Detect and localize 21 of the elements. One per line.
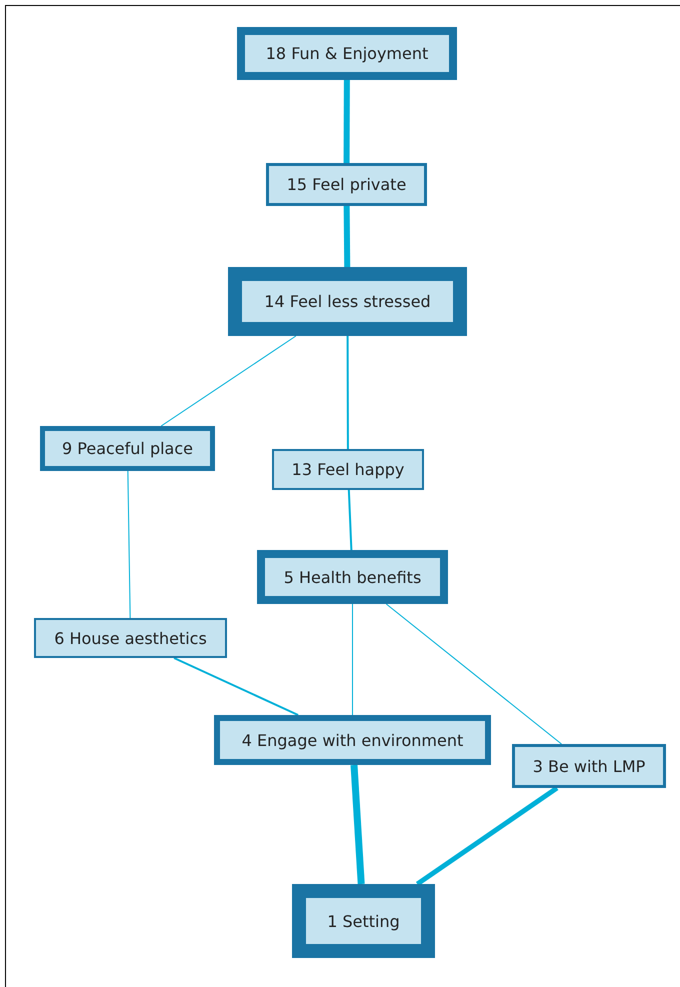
concept-box: 15 Feel private <box>266 163 427 206</box>
concept-box: 18 Fun & Enjoyment <box>237 27 457 80</box>
concept-box: 6 House aesthetics <box>34 618 227 658</box>
concept-box: 14 Feel less stressed <box>228 267 467 336</box>
concept-box: 4 Engage with environment <box>214 715 491 765</box>
connector-line <box>127 470 131 618</box>
concept-box: 1 Setting <box>292 884 435 958</box>
concept-box: 13 Feel happy <box>272 449 424 490</box>
connector-line <box>344 80 350 164</box>
connector-line <box>352 604 353 716</box>
connector-line <box>344 206 350 268</box>
concept-box: 3 Be with LMP <box>512 744 666 788</box>
concept-box: 9 Peaceful place <box>40 426 215 471</box>
connector-line <box>386 604 562 744</box>
connector-line <box>348 490 352 550</box>
connector-line <box>346 336 349 449</box>
connector-line <box>160 336 296 426</box>
concept-box: 5 Health benefits <box>257 550 448 604</box>
connector-line <box>174 657 298 716</box>
connector-line <box>416 786 558 886</box>
connector-line <box>350 764 365 884</box>
